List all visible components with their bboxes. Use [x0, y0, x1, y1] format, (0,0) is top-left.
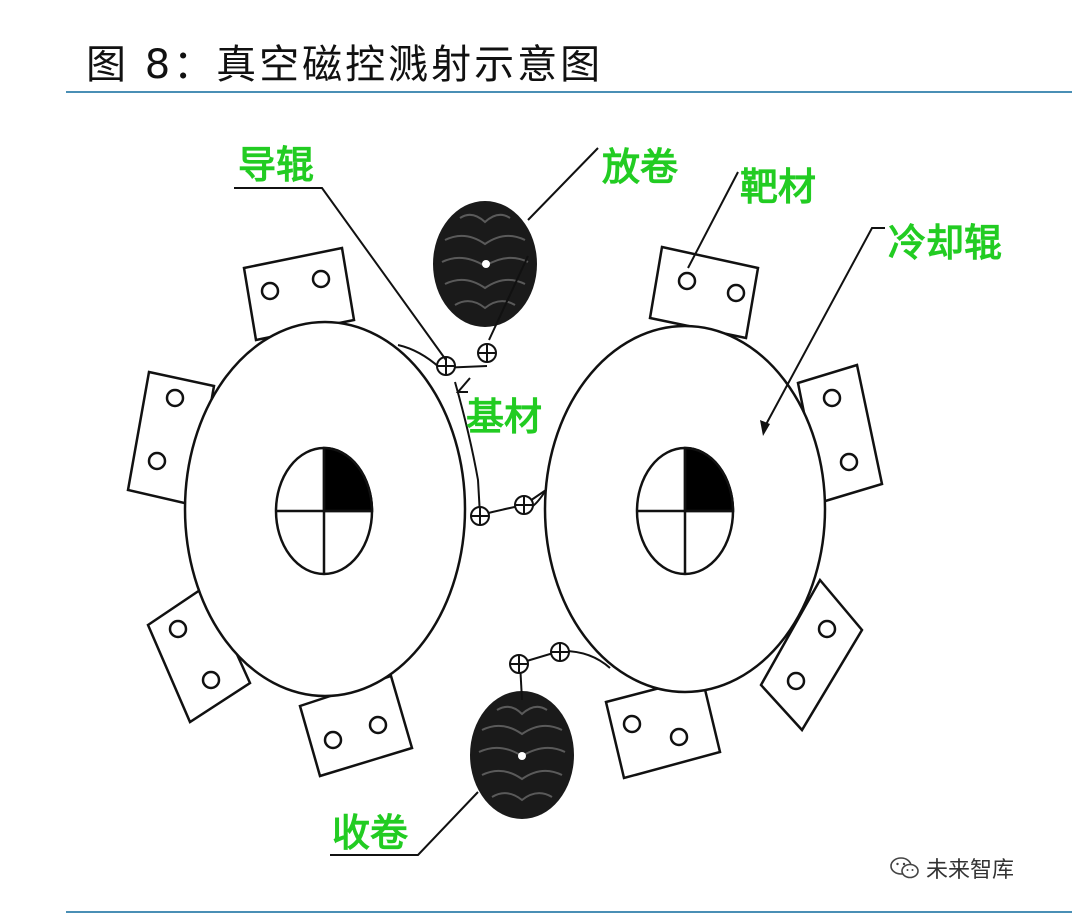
cooling-roller-label: 冷却辊	[888, 221, 1002, 265]
target-module	[146, 584, 252, 724]
target-magnet-icon	[839, 452, 859, 472]
rewind-roll	[470, 691, 574, 819]
guide-roller-icon	[470, 506, 490, 526]
target-magnet-icon	[147, 451, 167, 471]
target-module	[604, 675, 722, 780]
substrate-leader	[455, 377, 471, 393]
watermark-text: 未来智库	[926, 858, 1015, 883]
cooling-roller-leader	[762, 227, 885, 431]
target-magnet-icon	[260, 281, 280, 301]
guide-roller-label: 导辊	[238, 143, 314, 187]
guide-roller-icon	[509, 654, 529, 674]
guide-roller-icon	[436, 356, 456, 376]
unwind-leader	[527, 147, 599, 221]
left-drum-hub	[274, 446, 374, 576]
target-magnet-icon	[311, 269, 331, 289]
footer-rule	[66, 911, 1072, 913]
target-magnet-icon	[786, 671, 806, 691]
target-magnet-icon	[368, 715, 388, 735]
unwind-roll	[433, 201, 537, 327]
rewind-leader	[330, 791, 479, 856]
target-module	[648, 245, 760, 340]
substrate-label: 基材	[466, 395, 542, 439]
guide-roller-icon	[550, 642, 570, 662]
guide-roller-icon	[514, 495, 534, 515]
right-drum-hub	[635, 446, 735, 576]
target-magnet-icon	[677, 271, 697, 291]
wechat-icon	[890, 857, 919, 879]
unwind-label: 放卷	[602, 145, 679, 189]
target-magnet-icon	[669, 727, 689, 747]
target-magnet-icon	[726, 283, 746, 303]
target-magnet-icon	[622, 714, 642, 734]
target-module	[242, 246, 356, 342]
guide-roller-leader	[234, 187, 447, 361]
target-magnet-icon	[201, 670, 221, 690]
target-magnet-icon	[323, 730, 343, 750]
target-magnet-icon	[165, 388, 185, 408]
target-label: 靶材	[740, 165, 816, 209]
header-rule	[66, 91, 1072, 93]
page-title: 图 8：真空磁控溅射示意图	[86, 42, 604, 88]
target-magnet-icon	[822, 388, 842, 408]
guide-roller-icon	[477, 343, 497, 363]
watermark: 未来智库	[890, 852, 1014, 884]
rewind-label: 收卷	[332, 811, 409, 855]
target-leader	[687, 171, 739, 269]
target-magnet-icon	[817, 619, 837, 639]
target-magnet-icon	[168, 619, 188, 639]
